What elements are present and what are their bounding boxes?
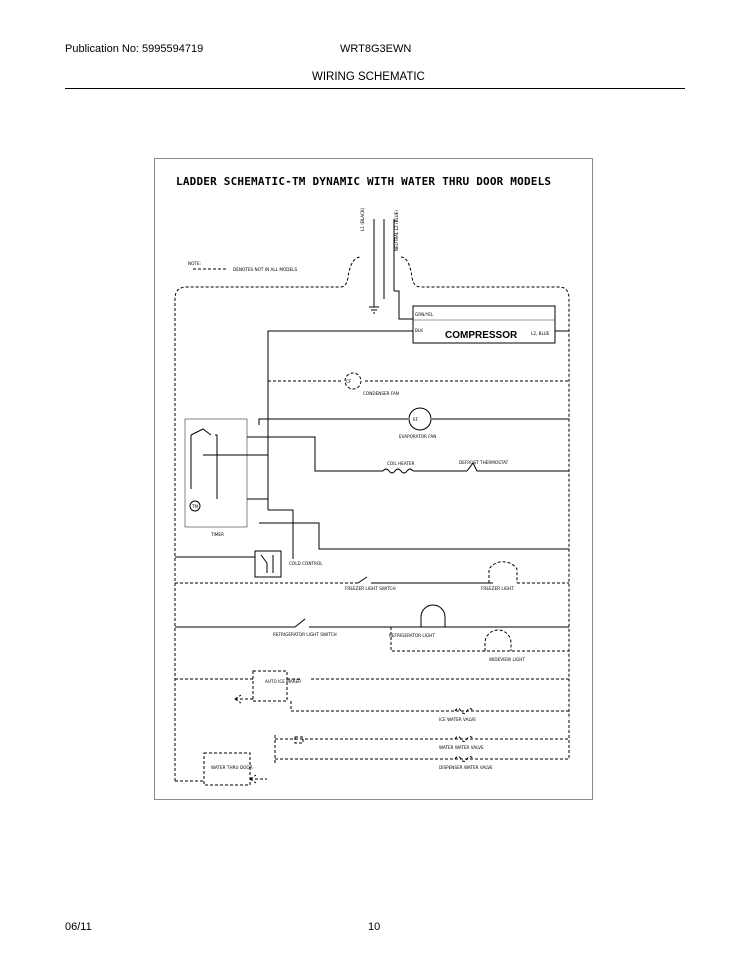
water-thru-door-box <box>203 752 251 786</box>
dispenser-water-valve-rung <box>275 719 570 760</box>
compressor-tag-left: BLK <box>415 328 423 333</box>
ice-water-valve-coil <box>454 708 474 714</box>
line-bus <box>267 330 413 510</box>
wideview-light-rung <box>390 627 569 652</box>
ice-water-valve-rung <box>290 701 569 712</box>
ladder-schematic-diagram: LADDER SCHEMATIC-TM DYNAMIC WITH WATER T… <box>154 158 593 800</box>
freezer-light-switch-label: FREEZER LIGHT SWITCH <box>345 586 396 591</box>
schematic-canvas: LADDER SCHEMATIC-TM DYNAMIC WITH WATER T… <box>174 175 570 786</box>
evaporator-fan-label: EVAPORATOR FAN <box>399 434 436 439</box>
freezer-light-switch-contact <box>357 576 493 584</box>
freezer-light-bulb <box>488 561 518 583</box>
ice-water-valve-label: ICE WATER VALVE <box>439 717 476 722</box>
wideview-light-bulb <box>484 629 512 651</box>
schematic-title: LADDER SCHEMATIC-TM DYNAMIC WITH WATER T… <box>176 175 551 188</box>
auto-ice-maker-label: AUTO ICE MAKER <box>265 679 301 684</box>
defrost-thermostat-symbol <box>466 462 483 472</box>
dispenser-water-valve-label: DISPENSER WATER VALVE <box>439 765 493 770</box>
right-rail-dashed <box>400 256 570 719</box>
condenser-fan-icon <box>344 372 362 390</box>
evaporator-fan-icon <box>408 407 432 431</box>
condenser-fan-label: CONDENSER FAN <box>363 391 399 396</box>
footer-date: 06/11 <box>65 921 92 933</box>
publication-number: Publication No: 5995594719 <box>65 43 204 55</box>
line-wire-label: L1 (BLACK) <box>360 207 365 231</box>
header-rule <box>65 88 685 89</box>
compressor-tag-top: GRN/YEL <box>415 312 434 317</box>
refrigerator-light-switch-contact <box>294 618 569 628</box>
left-rail-dashed <box>174 256 362 781</box>
compressor-box <box>412 305 556 344</box>
timer-to-neutral-wire <box>259 522 569 550</box>
cold-control-box <box>254 550 282 578</box>
model-number: WRT8G3EWN <box>340 43 412 55</box>
auto-ice-maker-box <box>252 670 288 702</box>
water-water-valve-coil <box>454 736 474 742</box>
timer-contacts <box>190 428 218 455</box>
timer-label: TIMER <box>210 532 224 537</box>
cold-control-label: COLD CONTROL <box>289 561 323 566</box>
line-to-cold-control <box>268 509 294 559</box>
water-thru-door-arrow <box>249 774 267 784</box>
neutral-to-compressor <box>394 290 413 320</box>
timer-box <box>184 418 248 528</box>
svg-text:CF: CF <box>346 379 352 384</box>
refrigerator-light-label: REFRIGERATOR LIGHT <box>389 633 435 638</box>
cold-control-switch <box>260 554 274 573</box>
dispenser-water-valve-coil <box>454 756 474 762</box>
compressor-label: COMPRESSOR <box>445 330 518 341</box>
evaporator-fan-wire-left <box>258 418 408 425</box>
section-title: WIRING SCHEMATIC <box>312 71 425 83</box>
note-text: DENOTES NOT IN ALL MODELS <box>233 267 297 272</box>
coil-heater-label: COIL HEATER <box>387 461 415 466</box>
svg-text:TM: TM <box>191 504 199 509</box>
refrigerator-light-switch-label: REFRIGERATOR LIGHT SWITCH <box>273 632 337 637</box>
timer-motor-icon <box>189 500 201 512</box>
refrigerator-light-bulb <box>420 604 446 627</box>
neutral-wire-label: NEUTRAL L2 (BLUE) <box>394 210 399 251</box>
coil-heater-element <box>382 468 414 474</box>
ice-maker-arrow <box>234 694 253 704</box>
valve-connector <box>274 735 304 763</box>
water-thru-door-label: WATER THRU DOOR <box>211 765 253 770</box>
timer-terminals <box>247 436 268 500</box>
compressor-tag-right: L2, BLUE <box>531 331 550 336</box>
svg-text:EF: EF <box>413 417 419 422</box>
wideview-light-label: WIDEVIEW LIGHT <box>489 657 525 662</box>
page-number: 10 <box>368 921 381 933</box>
note-label: NOTE: <box>188 261 201 266</box>
water-water-valve-label: WATER WATER VALVE <box>439 745 484 750</box>
freezer-light-label: FREEZER LIGHT <box>481 586 514 591</box>
defrost-wire <box>259 436 383 472</box>
defrost-thermostat-label: DEFROST THERMOSTAT <box>459 460 509 465</box>
